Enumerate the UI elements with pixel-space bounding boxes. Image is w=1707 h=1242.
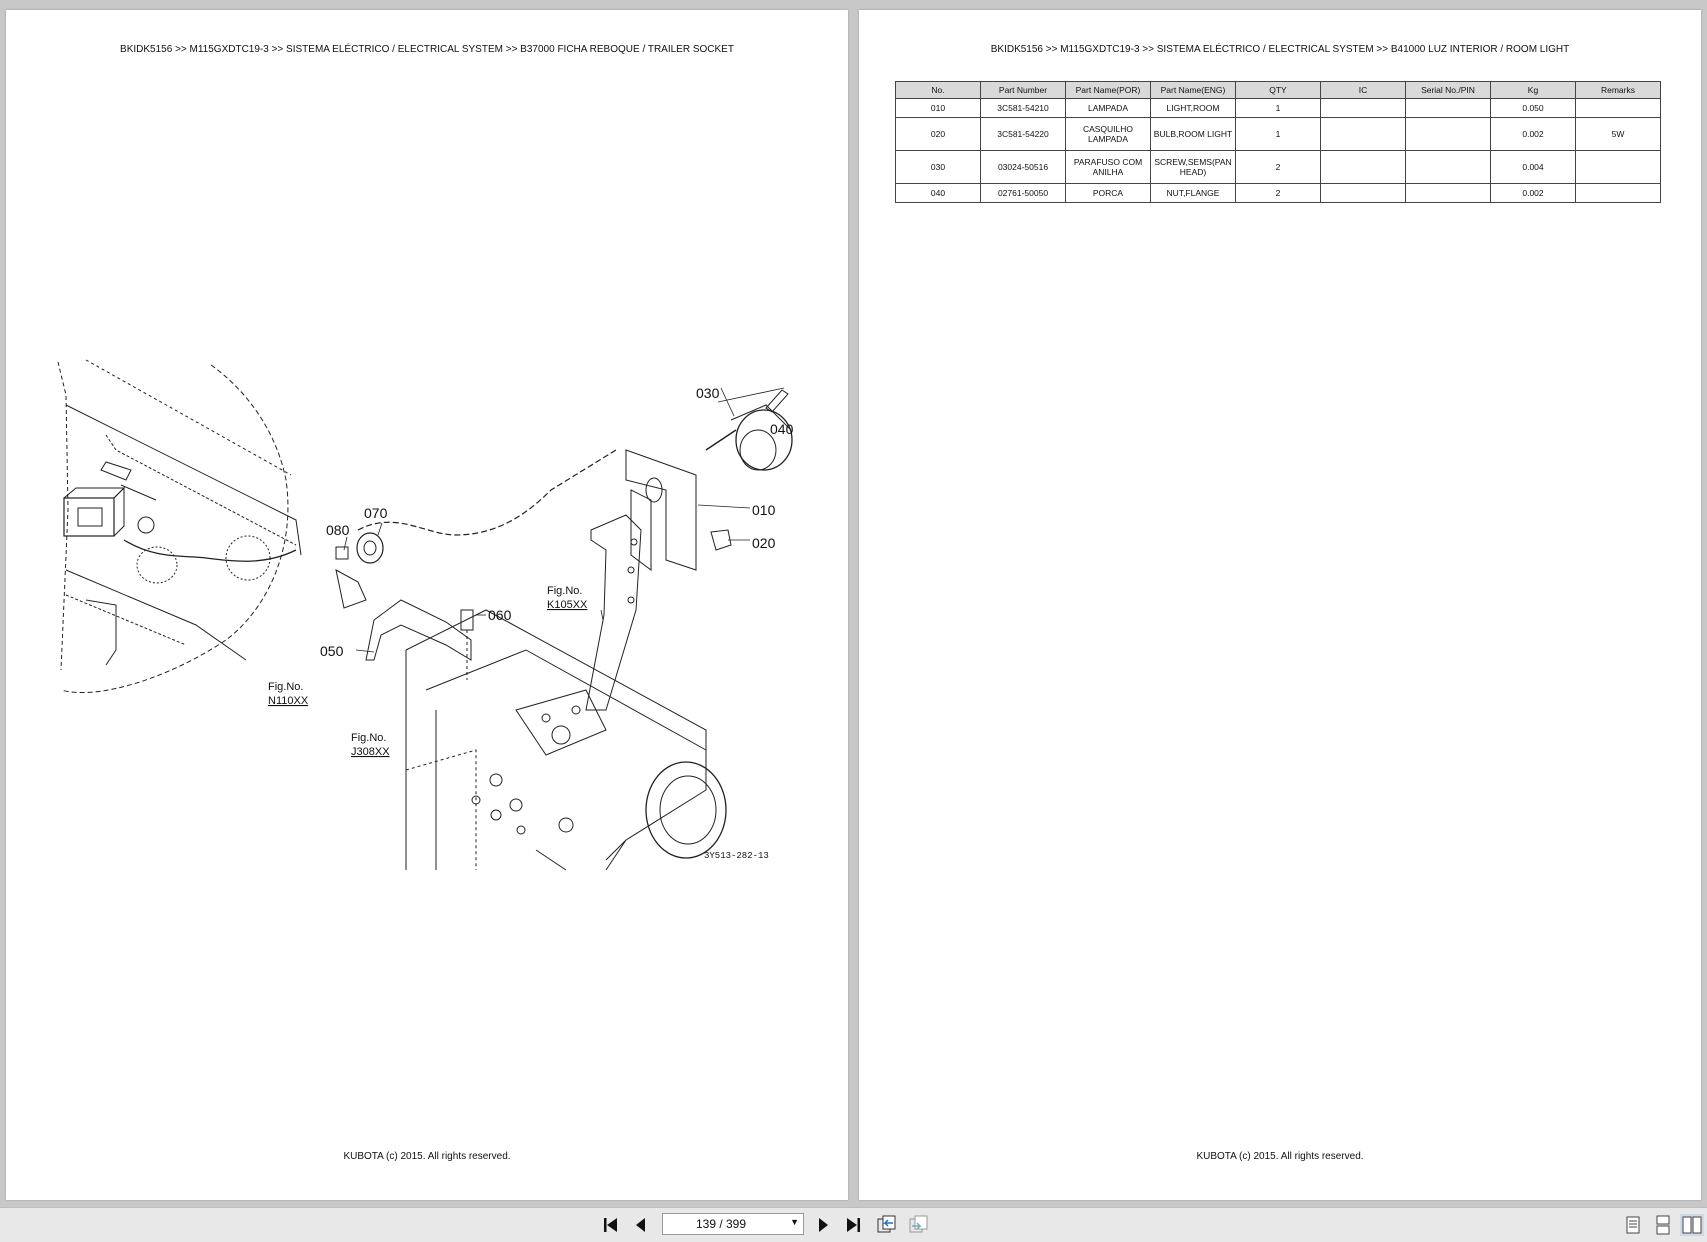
table-cell: PARAFUSO COM ANILHA bbox=[1065, 150, 1151, 184]
prev-page-icon[interactable] bbox=[630, 1214, 652, 1236]
left-page-footer: KUBOTA (c) 2015. All rights reserved. bbox=[343, 1151, 511, 1162]
right-document-page: BKIDK5156 >> M115GXDTC19-3 >> SISTEMA EL… bbox=[859, 10, 1701, 1200]
table-cell bbox=[1320, 98, 1406, 118]
chevron-down-icon: ▼ bbox=[790, 1217, 799, 1227]
table-cell bbox=[1405, 98, 1491, 118]
table-cell bbox=[1405, 150, 1491, 184]
single-page-view-icon[interactable] bbox=[1622, 1214, 1644, 1236]
table-cell: NUT,FLANGE bbox=[1150, 183, 1236, 203]
table-cell: 3C581-54210 bbox=[980, 98, 1066, 118]
table-cell: 1 bbox=[1235, 98, 1321, 118]
table-cell bbox=[1405, 117, 1491, 151]
fig-ref-label: Fig.No. bbox=[268, 681, 303, 693]
table-cell: 040 bbox=[895, 183, 981, 203]
table-cell bbox=[1320, 150, 1406, 184]
right-page-footer: KUBOTA (c) 2015. All rights reserved. bbox=[1196, 1151, 1364, 1162]
callout-010: 010 bbox=[752, 502, 776, 518]
left-page-breadcrumb: BKIDK5156 >> M115GXDTC19-3 >> SISTEMA EL… bbox=[120, 44, 734, 55]
table-cell: LAMPADA bbox=[1065, 98, 1151, 118]
figure-references: Fig.No. K105XX Fig.No. N110XX Fig.No. J3… bbox=[268, 585, 769, 861]
callout-050: 050 bbox=[320, 643, 344, 659]
table-cell: 03024-50516 bbox=[980, 150, 1066, 184]
go-forward-view-icon[interactable] bbox=[907, 1214, 929, 1236]
fig-ref-code: N110XX bbox=[268, 695, 309, 707]
table-cell: 0.002 bbox=[1490, 183, 1576, 203]
table-cell bbox=[1320, 183, 1406, 203]
table-cell: CASQUILHO LAMPADA bbox=[1065, 117, 1151, 151]
table-cell: SCREW,SEMS(PAN HEAD) bbox=[1150, 150, 1236, 184]
table-cell: 2 bbox=[1235, 150, 1321, 184]
col-header: Kg bbox=[1490, 81, 1576, 99]
col-header: QTY bbox=[1235, 81, 1321, 99]
table-row: 020 3C581-54220 CASQUILHO LAMPADA BULB,R… bbox=[895, 117, 1661, 151]
exploded-parts-diagram: 030 040 010 020 080 070 060 050 Fig.No. … bbox=[57, 359, 794, 871]
callout-030: 030 bbox=[696, 385, 720, 401]
fig-ref-code: J308XX bbox=[351, 746, 390, 758]
table-cell: 010 bbox=[895, 98, 981, 118]
callout-040: 040 bbox=[770, 421, 794, 437]
col-header: Part Name(POR) bbox=[1065, 81, 1151, 99]
table-cell: 0.050 bbox=[1490, 98, 1576, 118]
callout-060: 060 bbox=[488, 607, 512, 623]
table-cell: LIGHT,ROOM bbox=[1150, 98, 1236, 118]
next-page-icon[interactable] bbox=[812, 1214, 834, 1236]
diagram-linework bbox=[57, 359, 793, 871]
col-header: Part Number bbox=[980, 81, 1066, 99]
continuous-view-icon[interactable] bbox=[1652, 1214, 1674, 1236]
table-row: 040 02761-50050 PORCA NUT,FLANGE 2 0.002 bbox=[895, 183, 1661, 203]
left-document-page: BKIDK5156 >> M115GXDTC19-3 >> SISTEMA EL… bbox=[6, 10, 848, 1200]
col-header: Serial No./PIN bbox=[1405, 81, 1491, 99]
table-cell: 0.004 bbox=[1490, 150, 1576, 184]
table-row: 010 3C581-54210 LAMPADA LIGHT,ROOM 1 0.0… bbox=[895, 98, 1661, 118]
table-cell: 0.002 bbox=[1490, 117, 1576, 151]
table-cell: 5W bbox=[1575, 117, 1661, 151]
table-cell: 1 bbox=[1235, 117, 1321, 151]
fig-ref-code: K105XX bbox=[547, 599, 588, 611]
fig-ref-label: Fig.No. bbox=[351, 732, 386, 744]
table-cell bbox=[1575, 98, 1661, 118]
drawing-code: 3Y513-282-13 bbox=[704, 851, 769, 861]
table-cell bbox=[1405, 183, 1491, 203]
table-cell: 030 bbox=[895, 150, 981, 184]
page-number-selector[interactable]: 139 / 399 ▼ bbox=[662, 1213, 804, 1235]
table-row: 030 03024-50516 PARAFUSO COM ANILHA SCRE… bbox=[895, 150, 1661, 184]
table-cell: 2 bbox=[1235, 183, 1321, 203]
first-page-icon[interactable] bbox=[600, 1214, 622, 1236]
callout-020: 020 bbox=[752, 535, 776, 551]
table-cell: 02761-50050 bbox=[980, 183, 1066, 203]
fig-ref-label: Fig.No. bbox=[547, 585, 582, 597]
table-cell bbox=[1575, 150, 1661, 184]
viewer-toolbar: 139 / 399 ▼ bbox=[0, 1207, 1707, 1242]
table-cell bbox=[1575, 183, 1661, 203]
col-header: Part Name(ENG) bbox=[1150, 81, 1236, 99]
table-cell: 020 bbox=[895, 117, 981, 151]
last-page-icon[interactable] bbox=[842, 1214, 864, 1236]
callout-080: 080 bbox=[326, 522, 350, 538]
col-header: Remarks bbox=[1575, 81, 1661, 99]
facing-pages-view-icon[interactable] bbox=[1680, 1214, 1704, 1236]
table-cell: BULB,ROOM LIGHT bbox=[1150, 117, 1236, 151]
callout-070: 070 bbox=[364, 505, 388, 521]
col-header: No. bbox=[895, 81, 981, 99]
table-cell bbox=[1320, 117, 1406, 151]
table-cell: 3C581-54220 bbox=[980, 117, 1066, 151]
col-header: IC bbox=[1320, 81, 1406, 99]
right-page-breadcrumb: BKIDK5156 >> M115GXDTC19-3 >> SISTEMA EL… bbox=[990, 44, 1570, 55]
parts-table-header: No. Part Number Part Name(POR) Part Name… bbox=[895, 81, 1661, 99]
diagram-callouts: 030 040 010 020 080 070 060 050 bbox=[320, 385, 794, 659]
go-back-view-icon[interactable] bbox=[875, 1214, 897, 1236]
page-indicator: 139 / 399 bbox=[695, 1217, 747, 1231]
table-cell: PORCA bbox=[1065, 183, 1151, 203]
parts-table: No. Part Number Part Name(POR) Part Name… bbox=[895, 81, 1661, 203]
